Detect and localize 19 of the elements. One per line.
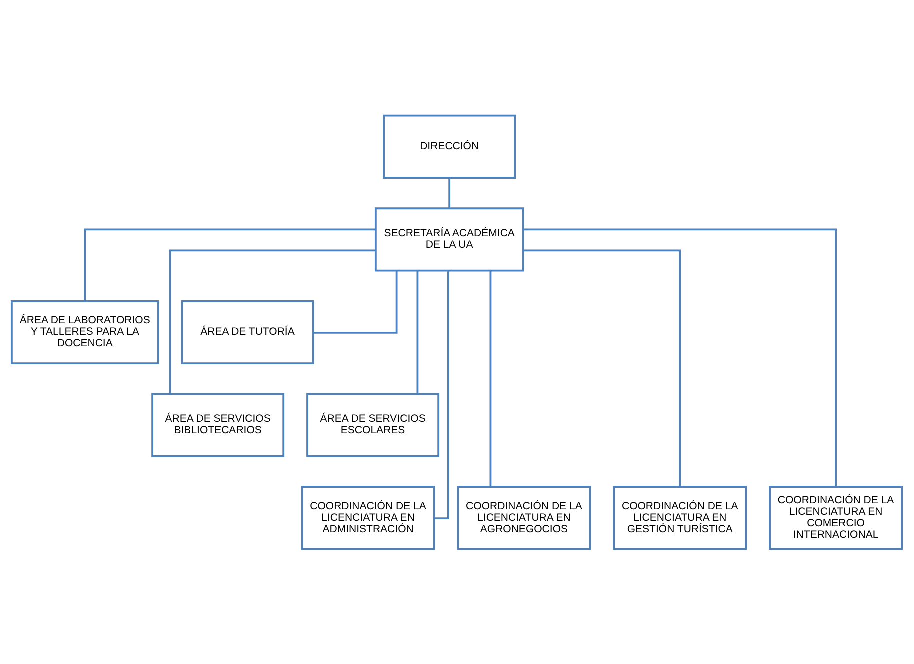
connector <box>490 270 492 486</box>
connector <box>434 270 450 520</box>
node-box: DIRECCIÓN <box>383 114 516 178</box>
node-box: COORDINACIÓN DE LA LICENCIATURA EN AGRONEGOCIOS <box>457 486 592 550</box>
node-box: ÁREA DE LABORATORIOS Y TALLERES PARA LA DOCENCIA <box>10 300 160 364</box>
connector <box>169 249 376 394</box>
connector <box>524 228 838 486</box>
connector <box>448 178 451 208</box>
node-box: COORDINACIÓN DE LA LICENCIATURA EN GESTIÓN TURÍSTICA <box>613 486 748 550</box>
connector <box>84 228 376 301</box>
node-box: SECRETARÍA ACADÉMICA DE LA UA <box>374 207 524 272</box>
connector <box>416 270 419 394</box>
connector <box>523 249 682 486</box>
node-box: COORDINACIÓN DE LA LICENCIATURA EN COMERCIO INTERNACIONAL <box>769 486 904 550</box>
node-box: ÁREA DE SERVICIOS ESCOLARES <box>306 392 440 457</box>
connector <box>314 270 398 334</box>
node-box: ÁREA DE SERVICIOS BIBLIOTECARIOS <box>152 392 285 457</box>
node-box: COORDINACIÓN DE LA LICENCIATURA EN ADMINISTRACIÓN <box>301 486 436 550</box>
node-box: ÁREA DE TUTORÍA <box>181 300 314 364</box>
